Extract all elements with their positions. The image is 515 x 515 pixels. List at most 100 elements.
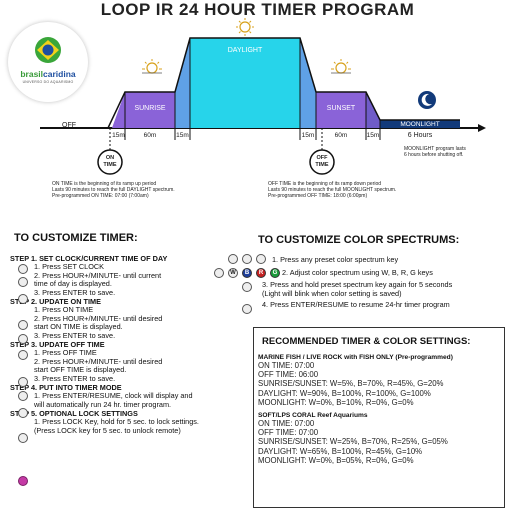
step-line: 1. Press ON TIME (34, 305, 94, 314)
setting-line: SUNRISE/SUNSET: W=25%, B=70%, R=25%, G=0… (258, 437, 448, 447)
logo-subtitle: UNIVERSO DO AQUARISMO (22, 80, 74, 84)
daylight-label: DAYLIGHT (227, 47, 263, 54)
enter-resume-key-icon (242, 304, 252, 314)
coral-settings: ON TIME: 07:00 OFF TIME: 07:00 SUNRISE/S… (258, 419, 504, 465)
preset-key-icon (256, 254, 266, 264)
step-line: 1. Press LOCK Key, hold for 5 sec. to lo… (34, 417, 199, 426)
brand-logo: brasilcaridina UNIVERSO DO AQUARISMO (8, 22, 88, 102)
step-line: (Press LOCK key for 5 sec. to unlock rem… (34, 425, 181, 435)
enter-key-icon (18, 350, 28, 360)
step-line: 1. Press OFF TIME (34, 348, 97, 357)
recommended-settings-box: RECOMMENDED TIMER & COLOR SETTINGS: MARI… (253, 327, 505, 508)
coral-heading: SOFT/LPS CORAL Reef Aquariums (258, 412, 368, 420)
sunset-label: SUNSET (326, 105, 356, 112)
duration-label: 15m (176, 132, 189, 139)
green-key-icon: G (270, 268, 280, 278)
enter-resume-key-icon (18, 433, 28, 443)
moonlight-label: MOONLIGHT (400, 120, 440, 128)
duration-label: 15m (112, 132, 125, 139)
set-clock-key-icon (18, 264, 28, 274)
hour-minute-key-icon (18, 334, 28, 344)
step-line: 3. Press ENTER to save. (34, 330, 116, 340)
step-line: start ON TIME is displayed. (34, 322, 123, 331)
setting-line: ON TIME: 07:00 (258, 361, 315, 370)
setting-line: OFF TIME: 06:00 (258, 370, 319, 380)
off-time-note: OFF TIME is the beginning of its ramp do… (268, 181, 397, 200)
setting-line: SUNRISE/SUNSET: W=5%, B=70%, R=45%, G=20… (258, 379, 444, 389)
timer-diagram (40, 18, 486, 175)
timer-steps: STEP 1. SET CLOCK/CURRENT TIME OF DAY 1.… (10, 254, 250, 435)
white-key-icon: W (228, 268, 238, 278)
step-line: 3. Press ENTER to save. (34, 287, 116, 297)
moonlight-band (380, 120, 460, 128)
off-label: OFF (62, 122, 76, 129)
setting-line: MOONLIGHT: W=0%, B=05%, R=0%, G=0% (258, 455, 414, 465)
preset-key-icon (228, 254, 238, 264)
timeline-arrow (478, 124, 486, 132)
sunrise-sun-icon (142, 59, 162, 74)
duration-label: 6 Hours (407, 132, 433, 139)
sunrise-label: SUNRISE (134, 105, 166, 112)
sunset-sun-icon (331, 59, 351, 74)
step-title: STEP 2. UPDATE ON TIME (10, 297, 101, 306)
color-step-line: 3. Press and hold preset spectrum key ag… (262, 280, 453, 289)
logo-text: brasilcaridina (20, 69, 76, 79)
step-line: will automatically run 24 hr. timer prog… (34, 399, 172, 409)
color-steps: 1. Press any preset color spectrum key 2… (262, 255, 512, 310)
duration-label: 15m (301, 132, 315, 139)
sunset-band (316, 92, 366, 128)
flag-icon (35, 37, 61, 63)
ramp-down-end (366, 92, 380, 128)
step-line: 1. Press SET CLOCK (34, 262, 105, 271)
page-title: LOOP IR 24 HOUR TIMER PROGRAM (100, 0, 415, 19)
marine-heading: MARINE FISH / LIVE ROCK with FISH ONLY (… (258, 354, 453, 361)
ramp-up-start (112, 92, 125, 128)
step-title: STEP 5. OPTIONAL LOCK SETTINGS (10, 409, 138, 418)
color-step-line: 4. Press ENTER/RESUME to resume 24-hr ti… (262, 300, 450, 309)
setting-line: MOONLIGHT: W=0%, B=10%, R=0%, G=0% (258, 397, 414, 407)
preset-key-icon (242, 254, 252, 264)
sunrise-band (125, 92, 175, 128)
red-key-icon: R (256, 268, 266, 278)
on-time-key-icon (18, 320, 28, 330)
step-line: start OFF TIME is displayed. (34, 365, 127, 374)
daylight-band (190, 38, 300, 128)
duration-label: 60m (334, 132, 348, 139)
lock-key-icon (18, 476, 28, 486)
adjust-arrow-icon (214, 268, 224, 278)
step-line: 2. Press HOUR+/MINUTE- until current (34, 270, 162, 280)
ramp-up-end (175, 38, 190, 128)
hour-minute-key-icon (18, 391, 28, 401)
duration-label: 60m (143, 132, 157, 139)
step-title: STEP 1. SET CLOCK/CURRENT TIME OF DAY (10, 254, 168, 263)
ramp-down-start (300, 38, 316, 128)
moon-icon (418, 91, 436, 109)
setting-line: DAYLIGHT: W=65%, B=100%, R=45%, G=10% (258, 446, 423, 456)
blue-key-icon: B (242, 268, 252, 278)
daylight-sun-icon (236, 18, 254, 36)
marine-settings: ON TIME: 07:00 OFF TIME: 06:00 SUNRISE/S… (258, 361, 504, 407)
step-title: STEP 4. PUT INTO TIMER MODE (10, 383, 122, 392)
on-time-marker (97, 149, 123, 175)
color-step-line: 2. Adjust color spectrum using W, B, R, … (282, 267, 433, 277)
setting-line: OFF TIME: 07:00 (258, 428, 319, 438)
preset-key-icon (242, 282, 252, 292)
duration-label: 15m (366, 132, 380, 139)
customize-timer-heading: TO CUSTOMIZE TIMER: (14, 232, 138, 244)
recommended-heading: RECOMMENDED TIMER & COLOR SETTINGS: (262, 336, 471, 347)
step-line: time of day is displayed. (34, 279, 112, 288)
step-title: STEP 3. UPDATE OFF TIME (10, 340, 105, 349)
color-step-line: 1. Press any preset color spectrum key (272, 255, 399, 264)
step-line: 3. Press ENTER to save. (34, 373, 116, 383)
step-line: 2. Press HOUR+/MINUTE- until desired (34, 313, 163, 323)
customize-color-heading: TO CUSTOMIZE COLOR SPECTRUMS: (258, 234, 460, 246)
enter-key-icon (18, 408, 28, 418)
hour-minute-key-icon (18, 277, 28, 287)
setting-line: DAYLIGHT: W=90%, B=100%, R=100%, G=100% (258, 388, 431, 398)
off-time-marker (309, 149, 335, 175)
step-line: 1. Press ENTER/RESUME, clock will displa… (34, 391, 193, 400)
setting-line: ON TIME: 07:00 (258, 419, 315, 429)
